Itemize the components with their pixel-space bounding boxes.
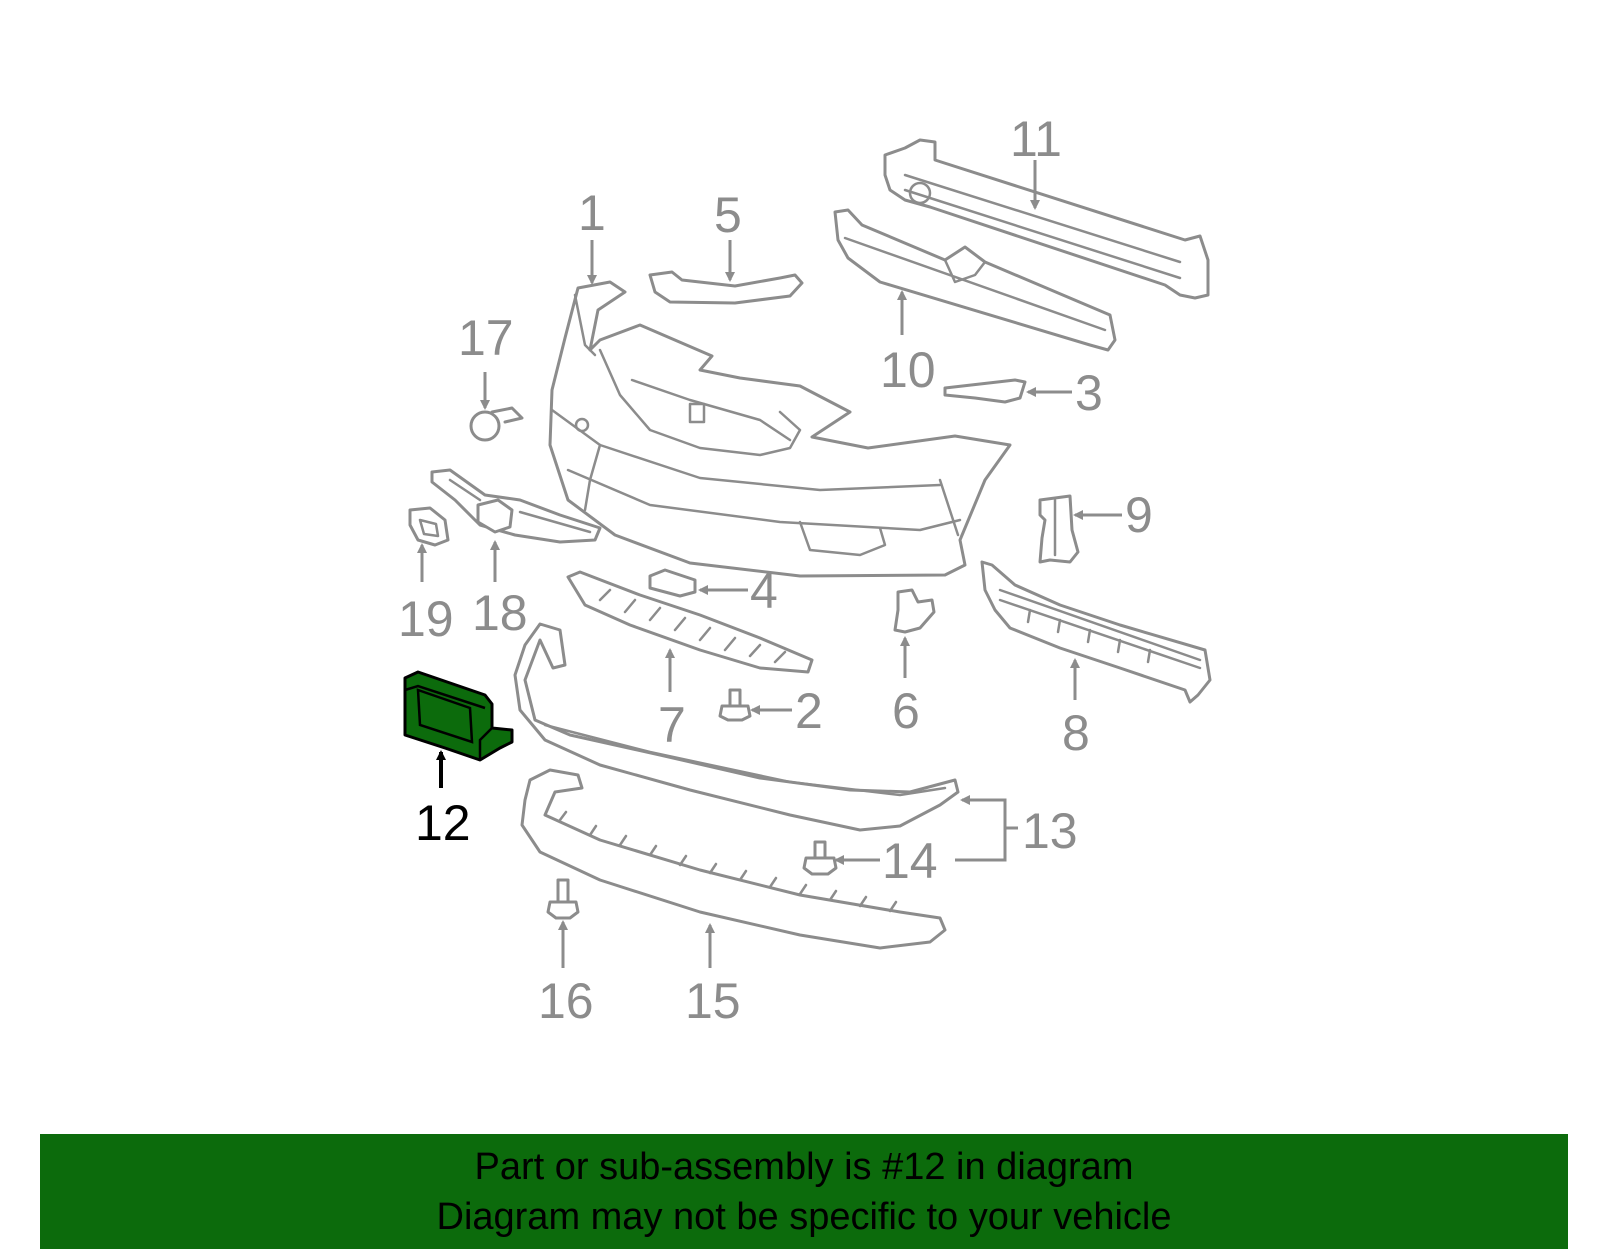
callout-6: 6 — [892, 683, 920, 739]
part-8-lower-grille-right — [980, 560, 1212, 704]
part-18-grille — [430, 468, 602, 544]
callout-2: 2 — [795, 683, 823, 739]
callout-16: 16 — [538, 973, 594, 1029]
callout-11: 11 — [1010, 111, 1062, 167]
part-14-bolt — [802, 840, 838, 876]
callout-18: 18 — [472, 585, 528, 641]
callout-7: 7 — [658, 697, 686, 753]
part-15-lower-skirt — [520, 768, 947, 950]
part-1-bumper-cover — [548, 280, 1012, 578]
part-11-reinforcement-beam — [883, 138, 1210, 300]
part-13-lower-lip — [513, 622, 960, 832]
part-10-absorber — [833, 208, 1117, 352]
part-12-highlighted — [403, 670, 514, 762]
callout-3: 3 — [1075, 365, 1103, 421]
callout-17: 17 — [458, 310, 514, 366]
leader-lines — [417, 160, 1122, 968]
callout-1: 1 — [578, 185, 606, 241]
callout-8: 8 — [1062, 705, 1090, 761]
callout-19: 19 — [398, 591, 454, 647]
part-16-bolt — [546, 878, 580, 920]
callout-15: 15 — [685, 973, 741, 1029]
callout-14: 14 — [882, 833, 938, 889]
info-banner: Part or sub-assembly is #12 in diagram D… — [40, 1134, 1568, 1249]
callout-10: 10 — [880, 342, 936, 398]
callout-labels: 1 5 11 10 3 17 9 19 18 4 7 6 8 2 13 14 1… — [398, 111, 1153, 1029]
part-17-cap — [469, 406, 524, 442]
callout-12: 12 — [415, 795, 471, 851]
part-3-bracket — [943, 378, 1027, 404]
part-6-bracket — [893, 588, 936, 634]
callout-5: 5 — [714, 187, 742, 243]
part-19-bezel — [408, 506, 450, 547]
banner-line-1: Part or sub-assembly is #12 in diagram — [474, 1146, 1134, 1188]
banner-line-2: Diagram may not be specific to your vehi… — [436, 1196, 1172, 1238]
callout-9: 9 — [1125, 487, 1153, 543]
part-2-bolt — [718, 688, 752, 722]
part-7-lower-grille — [566, 570, 814, 674]
callout-13: 13 — [1022, 803, 1078, 859]
part-5-upper-molding — [648, 270, 804, 305]
callout-4: 4 — [750, 563, 778, 619]
part-9-side-bracket — [1038, 494, 1080, 564]
part-4-clip — [648, 568, 697, 598]
